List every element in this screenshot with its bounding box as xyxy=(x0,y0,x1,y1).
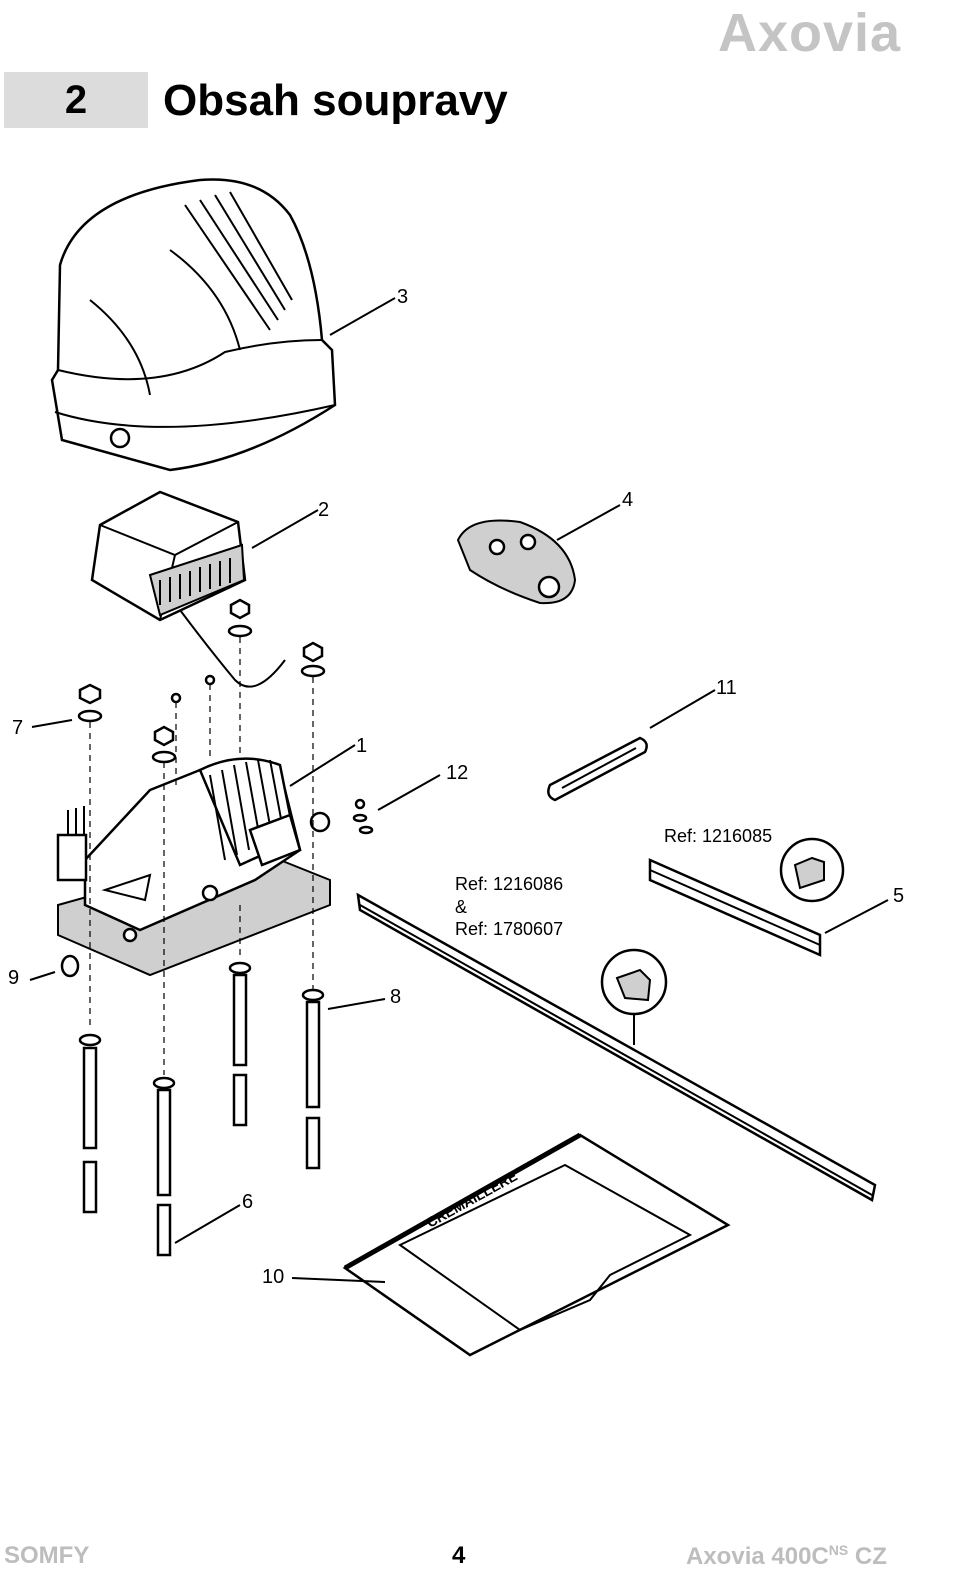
footer-product: Axovia 400CNS CZ xyxy=(686,1542,887,1571)
page-title: Obsah soupravy xyxy=(163,76,508,125)
callout-6: 6 xyxy=(242,1191,253,1213)
callout-11: 11 xyxy=(716,677,737,699)
axovia-logo: Axovia xyxy=(718,3,902,63)
footer-product-name: Axovia 400C xyxy=(686,1543,829,1570)
long-rack-part xyxy=(356,892,877,1202)
callout-3: 3 xyxy=(397,286,408,308)
callout-4: 4 xyxy=(622,489,633,511)
footer-brand: SOMFY xyxy=(4,1542,90,1569)
ref-long-rack-amp: & xyxy=(455,897,467,917)
callout-8: 8 xyxy=(390,986,401,1008)
limit-cam-part xyxy=(547,736,648,802)
callout-9: 9 xyxy=(8,967,19,989)
callout-12: 12 xyxy=(446,762,468,784)
ref-long-rack-2: Ref: 1780607 xyxy=(455,919,563,939)
remote-control-part xyxy=(456,519,577,605)
control-board-part xyxy=(90,490,286,688)
motor-base-part xyxy=(56,757,331,977)
mounting-template-part: CREMAILLERE xyxy=(342,1132,731,1357)
short-rack-part xyxy=(648,837,845,957)
exploded-parts-diagram: CREMAILLERE 1 2 3 4 5 6 7 8 9 10 11 12 R… xyxy=(8,178,904,1357)
callout-5: 5 xyxy=(893,885,904,907)
leader-lines xyxy=(29,297,889,1283)
callout-2: 2 xyxy=(318,499,329,521)
footer-product-sup: NS xyxy=(828,1542,849,1558)
ref-small-rack: Ref: 1216085 xyxy=(664,826,772,846)
ref-long-rack-1: Ref: 1216086 xyxy=(455,874,563,894)
motor-cover-part xyxy=(50,178,337,472)
callout-7: 7 xyxy=(12,717,23,739)
section-number: 2 xyxy=(4,72,148,128)
page-number: 4 xyxy=(452,1542,466,1569)
anchor-bolts xyxy=(78,961,325,1257)
fasteners xyxy=(60,598,374,1075)
callout-1: 1 xyxy=(356,735,367,757)
callout-10: 10 xyxy=(262,1266,284,1288)
footer-product-lang: CZ xyxy=(854,1543,887,1570)
